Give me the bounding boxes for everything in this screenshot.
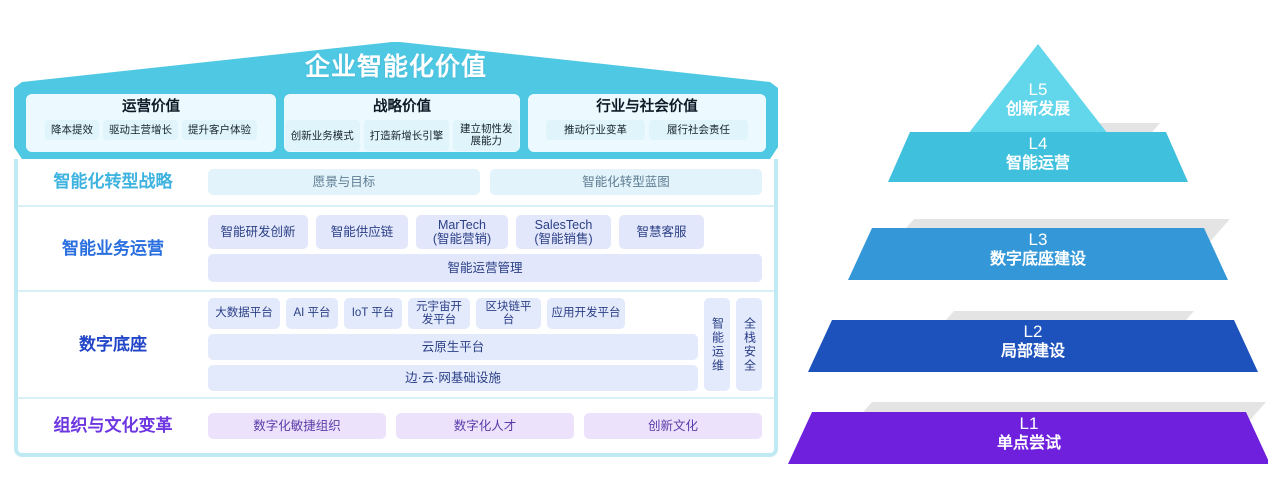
row-label: 智能化转型战略: [53, 172, 173, 191]
framework-tile[interactable]: 数字化敏捷组织: [208, 413, 386, 439]
row-label: 组织与文化变革: [53, 416, 173, 435]
pyramid-level-L4[interactable]: [888, 132, 1188, 182]
framework-tile-wide[interactable]: 云原生平台: [208, 334, 698, 360]
tile-group: 数字化敏捷组织 数字化人才 创新文化: [208, 413, 762, 439]
base-tile-stack: 大数据平台 AI 平台 IoT 平台 元宇宙开发平台 区块链平台 应用开发平台 …: [208, 298, 698, 391]
framework-row-digital-base: 数字底座 大数据平台 AI 平台 IoT 平台 元宇宙开发平台 区块链平台 应用…: [18, 292, 774, 399]
pyramid-level-L5[interactable]: [968, 44, 1108, 134]
value-chip[interactable]: 驱动主营增长: [103, 120, 178, 140]
value-chip-group: 推动行业变革 履行社会责任: [546, 120, 748, 140]
row-label: 智能业务运营: [62, 238, 164, 258]
pyramid-level-L1[interactable]: [788, 412, 1268, 464]
value-chip[interactable]: 降本提效: [45, 120, 99, 140]
value-card-title: 行业与社会价值: [596, 99, 698, 115]
value-card-title: 运营价值: [122, 99, 180, 115]
framework-row-business: 智能业务运营 智能研发创新 智能供应链 MarTech(智能营销) SalesT…: [18, 207, 774, 292]
tile-group: 愿景与目标 智能化转型蓝图: [208, 169, 762, 195]
pyramid-level-L3[interactable]: [848, 228, 1228, 280]
framework-tile[interactable]: 元宇宙开发平台: [408, 298, 470, 329]
value-chip[interactable]: 打造新增长引擎: [363, 120, 450, 151]
row-content: 智能研发创新 智能供应链 MarTech(智能营销) SalesTech(智能销…: [208, 215, 774, 282]
framework-tile[interactable]: 愿景与目标: [208, 169, 480, 195]
framework-tile[interactable]: IoT 平台: [344, 298, 402, 329]
value-chip[interactable]: 推动行业变革: [546, 120, 645, 140]
framework-tile[interactable]: 智慧客服: [619, 215, 704, 249]
maturity-pyramid: L5 创新发展 L4 智能运营 L3 数字底座建设 L2 局部建设 L1 单点尝…: [788, 30, 1268, 479]
value-chip[interactable]: 履行社会责任: [649, 120, 748, 140]
value-card-title: 战略价值: [373, 99, 431, 115]
framework-tile[interactable]: 智能化转型蓝图: [490, 169, 762, 195]
framework-tile-vertical-ops[interactable]: 智能运维: [704, 298, 730, 391]
framework-tile[interactable]: SalesTech(智能销售): [516, 215, 611, 249]
row-content: 数字化敏捷组织 数字化人才 创新文化: [208, 413, 774, 439]
framework-tile[interactable]: 大数据平台: [208, 298, 280, 329]
value-card-operational[interactable]: 运营价值 降本提效 驱动主营增长 提升客户体验: [26, 94, 276, 152]
framework-tile-wide[interactable]: 边·云·网基础设施: [208, 365, 698, 391]
framework-tile[interactable]: 数字化人才: [396, 413, 574, 439]
framework-tile-wide[interactable]: 智能运营管理: [208, 254, 762, 282]
framework-tile[interactable]: 智能供应链: [316, 215, 408, 249]
row-content: 愿景与目标 智能化转型蓝图: [208, 169, 774, 195]
roof-header: 企业智能化价值 运营价值 降本提效 驱动主营增长 提升客户体验 战略价值 创新业…: [14, 42, 778, 159]
framework-row-strategy: 智能化转型战略 愿景与目标 智能化转型蓝图: [18, 159, 774, 207]
enterprise-intelligence-framework: 企业智能化价值 运营价值 降本提效 驱动主营增长 提升客户体验 战略价值 创新业…: [14, 42, 778, 457]
page-title: 企业智能化价值: [304, 53, 487, 81]
framework-row-culture: 组织与文化变革 数字化敏捷组织 数字化人才 创新文化: [18, 399, 774, 453]
row-content: 大数据平台 AI 平台 IoT 平台 元宇宙开发平台 区块链平台 应用开发平台 …: [208, 298, 774, 391]
framework-tile[interactable]: 智能研发创新: [208, 215, 308, 249]
tile-group: 大数据平台 AI 平台 IoT 平台 元宇宙开发平台 区块链平台 应用开发平台: [208, 298, 698, 329]
framework-tile[interactable]: 应用开发平台: [547, 298, 625, 329]
pyramid-level-L2[interactable]: [808, 320, 1258, 372]
value-card-group: 运营价值 降本提效 驱动主营增长 提升客户体验 战略价值 创新业务模式 打造新增…: [26, 94, 766, 152]
tile-group: 智能研发创新 智能供应链 MarTech(智能营销) SalesTech(智能销…: [208, 215, 762, 249]
house-body: 智能化转型战略 愿景与目标 智能化转型蓝图 智能业务运营 智能研发创新 智能供应…: [14, 159, 778, 457]
framework-tile[interactable]: 创新文化: [584, 413, 762, 439]
value-chip-group: 创新业务模式 打造新增长引擎 建立韧性发展能力: [284, 120, 520, 151]
framework-tile[interactable]: 区块链平台: [476, 298, 541, 329]
value-chip-group: 降本提效 驱动主营增长 提升客户体验: [45, 120, 257, 140]
value-chip[interactable]: 创新业务模式: [284, 120, 360, 151]
value-card-industry-social[interactable]: 行业与社会价值 推动行业变革 履行社会责任: [528, 94, 766, 152]
framework-tile[interactable]: MarTech(智能营销): [416, 215, 508, 249]
framework-tile-vertical-security[interactable]: 全栈安全: [736, 298, 762, 391]
framework-tile[interactable]: AI 平台: [286, 298, 338, 329]
value-chip[interactable]: 建立韧性发展能力: [453, 120, 520, 151]
value-card-strategic[interactable]: 战略价值 创新业务模式 打造新增长引擎 建立韧性发展能力: [284, 94, 520, 152]
row-label: 数字底座: [79, 334, 147, 354]
value-chip[interactable]: 提升客户体验: [182, 120, 257, 140]
